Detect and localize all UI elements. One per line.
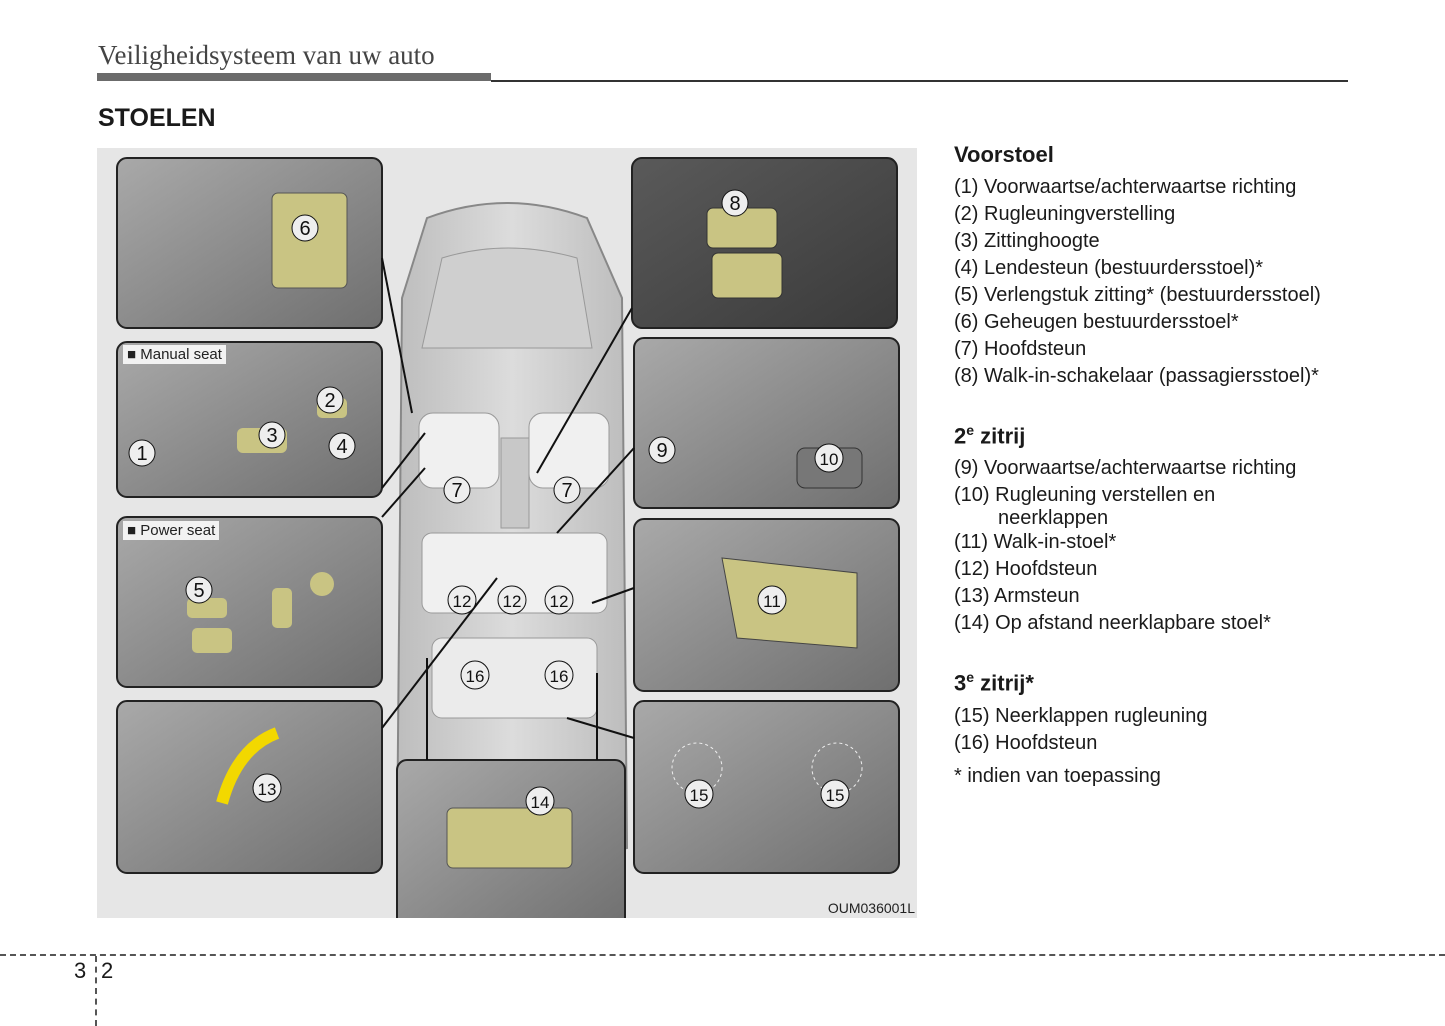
remote-fold-switch (446, 807, 573, 869)
header-rule (491, 80, 1348, 82)
seats-illustration: 6 1 2 3 4 5 8 7 7 9 10 11 12 12 12 13 14… (97, 148, 917, 918)
footer-divider (95, 956, 97, 1026)
svg-text:12: 12 (550, 592, 569, 611)
header-bar (97, 73, 491, 81)
legend-item: (13) Armsteun (954, 585, 1080, 608)
legend: Voorstoel (1) Voorwaartse/achterwaartse … (954, 142, 1374, 788)
legend-item: (9) Voorwaartse/achterwaartse richting (954, 457, 1297, 480)
legend-item: (3) Zittinghoogte (954, 230, 1100, 252)
svg-text:6: 6 (299, 218, 310, 240)
figure-code: OUM036001L (827, 900, 917, 918)
legend-item: (15) Neerklappen rugleuning (954, 704, 1208, 727)
label-7b: 7 (553, 476, 581, 504)
legend-third-row: 3e zitrij* (15) Neerklappen rugleuning (… (954, 669, 1374, 756)
svg-text:9: 9 (656, 440, 667, 462)
section-title: STOELEN (98, 104, 216, 132)
panel-armrest (116, 700, 383, 874)
label-15b: 15 (820, 779, 850, 809)
svg-text:8: 8 (729, 193, 740, 215)
label-5: 5 (185, 576, 213, 604)
legend-front-title: Voorstoel (954, 142, 1054, 167)
legend-item: (6) Geheugen bestuurdersstoel* (954, 311, 1239, 333)
svg-text:3: 3 (266, 425, 277, 447)
svg-text:13: 13 (258, 780, 277, 799)
legend-item: (12) Hoofdsteun (954, 558, 1098, 581)
label-7a: 7 (443, 476, 471, 504)
svg-text:16: 16 (466, 667, 485, 686)
label-10: 10 (814, 443, 844, 473)
header-title: Veiligheidsysteem van uw auto (98, 40, 435, 70)
walk-in-button (721, 557, 858, 649)
panel-power-seat (116, 516, 383, 688)
svg-text:7: 7 (451, 480, 462, 502)
label-4: 4 (328, 432, 356, 460)
svg-text:15: 15 (690, 786, 709, 805)
legend-item: (8) Walk-in-schakelaar (passagiersstoel)… (954, 365, 1319, 387)
leader-lines (381, 257, 635, 760)
panel-cargo-third-row (633, 700, 900, 874)
armrest-arrow (216, 727, 280, 805)
svg-text:12: 12 (503, 592, 522, 611)
label-12a: 12 (447, 585, 477, 615)
seats-illustration-svg: 6 1 2 3 4 5 8 7 7 9 10 11 12 12 12 13 14… (116, 157, 900, 918)
svg-text:7: 7 (561, 480, 572, 502)
svg-text:12: 12 (453, 592, 472, 611)
legend-item: (16) Hoofdsteun (954, 731, 1098, 754)
label-13: 13 (252, 773, 282, 803)
page-number: 2 (101, 958, 114, 983)
label-15a: 15 (684, 779, 714, 809)
svg-text:1: 1 (136, 443, 147, 465)
label-16a: 16 (460, 660, 490, 690)
car-top-view (395, 202, 629, 864)
legend-second-title: 2e zitrij (954, 422, 1026, 449)
legend-item: (4) Lendesteun (bestuurdersstoel)* (954, 257, 1264, 279)
svg-text:5: 5 (193, 580, 204, 602)
label-9: 9 (648, 436, 676, 464)
footer-rule (0, 954, 1445, 956)
legend-item: (5) Verlengstuk zitting* (bestuurderssto… (954, 284, 1321, 306)
legend-third-title: 3e zitrij* (954, 669, 1034, 696)
label-8: 8 (721, 189, 749, 217)
legend-item: (14) Op afstand neerklapbare stoel* (954, 612, 1271, 635)
svg-text:15: 15 (826, 786, 845, 805)
label-11: 11 (757, 585, 787, 615)
label-14: 14 (525, 786, 555, 816)
legend-item: (7) Hoofdsteun (954, 338, 1087, 360)
svg-text:16: 16 (550, 667, 569, 686)
label-6: 6 (291, 214, 319, 242)
chapter-number: 3 (74, 958, 87, 983)
panel-manual-seat (116, 341, 383, 498)
legend-note: * indien van toepassing (954, 764, 1161, 787)
legend-item: (2) Rugleuningverstelling (954, 203, 1176, 225)
legend-second-row: 2e zitrij (9) Voorwaartse/achterwaartse … (954, 422, 1374, 637)
svg-text:10: 10 (820, 450, 839, 469)
legend-item: (1) Voorwaartse/achterwaartse richting (954, 176, 1297, 198)
label-12b: 12 (497, 585, 527, 615)
power-seat-caption: ■ Power seat (123, 521, 220, 540)
label-3: 3 (258, 421, 286, 449)
svg-text:4: 4 (336, 436, 347, 458)
label-12c: 12 (544, 585, 574, 615)
svg-text:11: 11 (763, 592, 781, 611)
label-1: 1 (128, 439, 156, 467)
manual-seat-caption: ■ Manual seat (123, 345, 226, 364)
label-16b: 16 (544, 660, 574, 690)
svg-text:2: 2 (324, 390, 335, 412)
label-2: 2 (316, 386, 344, 414)
legend-front: Voorstoel (1) Voorwaartse/achterwaartse … (954, 142, 1374, 390)
svg-text:14: 14 (531, 793, 550, 812)
legend-item: (11) Walk-in-stoel* (954, 531, 1117, 554)
